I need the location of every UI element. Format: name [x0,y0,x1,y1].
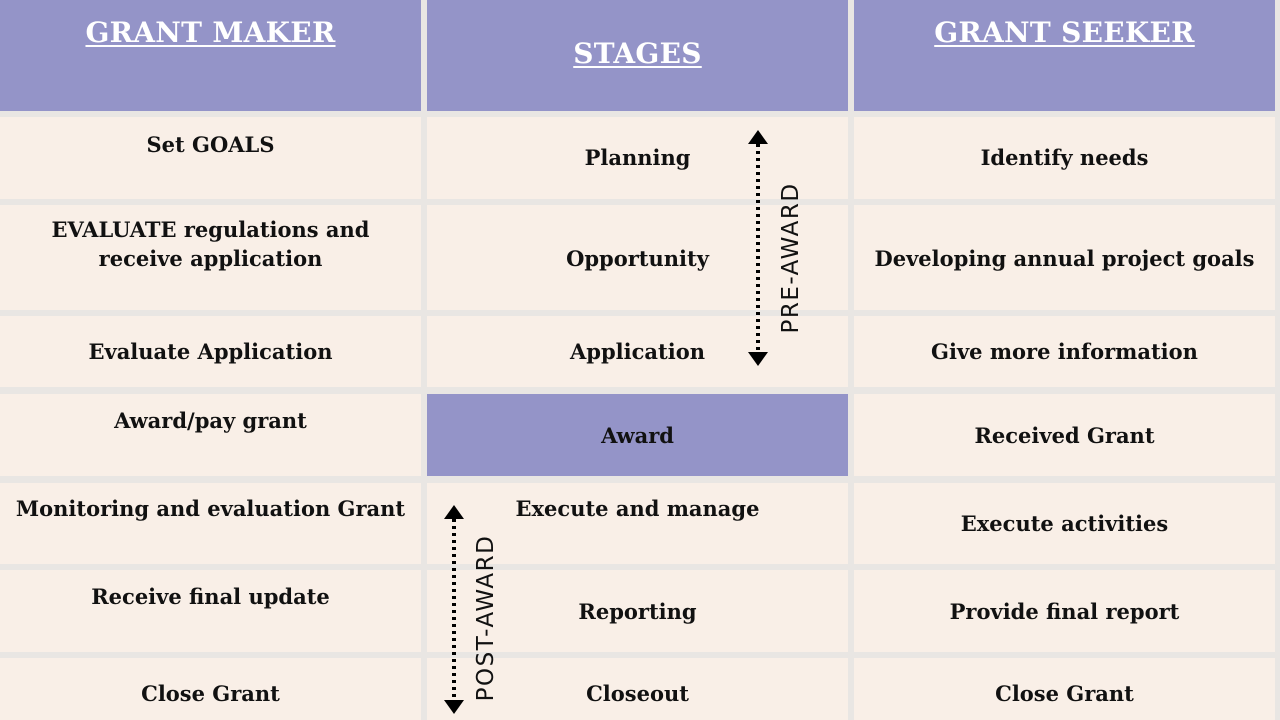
seeker-cell-application: Give more information [854,316,1275,387]
maker-text: Set GOALS [146,132,275,157]
seeker-cell-closeout: Close Grant [854,658,1275,720]
stage-text: Execute and manage [515,496,760,521]
seeker-text: Execute activities [960,511,1169,536]
maker-cell-opportunity: EVALUATE regulations and receive applica… [0,205,421,310]
seeker-text: Give more information [931,339,1198,364]
maker-cell-planning: Set GOALS [0,117,421,199]
maker-text: Close Grant [141,681,280,706]
seeker-text: Identify needs [980,145,1149,170]
seeker-cell-execute: Execute activities [854,483,1275,564]
stage-cell-planning: Planning [427,117,848,199]
stage-text: Award [601,423,674,448]
header-stages: STAGES [427,0,848,111]
stage-cell-opportunity: Opportunity [427,205,848,310]
maker-cell-reporting: Receive final update [0,570,421,652]
maker-cell-award: Award/pay grant [0,394,421,476]
header-grant-maker: GRANT MAKER [0,0,421,111]
stage-cell-reporting: Reporting [427,570,848,652]
stage-text: Reporting [578,599,697,624]
seeker-cell-planning: Identify needs [854,117,1275,199]
maker-text: Award/pay grant [114,408,307,433]
stage-text: Closeout [586,681,689,706]
seeker-text: Developing annual project goals [874,246,1255,271]
maker-text: Monitoring and evaluation Grant [15,496,406,521]
stage-cell-application: Application [427,316,848,387]
seeker-text: Received Grant [974,423,1155,448]
stage-cell-execute: Execute and manage [427,483,848,564]
stage-cell-closeout: Closeout [427,658,848,720]
stage-cell-award: Award [427,394,848,476]
seeker-text: Provide final report [949,599,1180,624]
post-award-double-arrow-icon [444,505,464,714]
maker-text: EVALUATE regulations and receive applica… [51,217,370,271]
post-award-label: POST-AWARD [473,534,499,702]
maker-cell-execute: Monitoring and evaluation Grant [0,483,421,564]
seeker-cell-reporting: Provide final report [854,570,1275,652]
maker-text: Receive final update [91,584,330,609]
maker-cell-closeout: Close Grant [0,658,421,720]
header-grant-maker-label: GRANT MAKER [85,16,336,49]
maker-text: Evaluate Application [88,339,333,364]
header-grant-seeker-label: GRANT SEEKER [934,16,1195,49]
seeker-text: Close Grant [995,681,1134,706]
pre-award-double-arrow-icon [748,130,768,366]
seeker-cell-opportunity: Developing annual project goals [854,205,1275,310]
maker-cell-application: Evaluate Application [0,316,421,387]
stage-text: Planning [584,145,691,170]
header-stages-label: STAGES [573,37,702,70]
stage-text: Application [570,339,705,364]
header-grant-seeker: GRANT SEEKER [854,0,1275,111]
pre-award-label: PRE-AWARD [778,182,804,334]
stage-text: Opportunity [566,246,709,271]
seeker-cell-award: Received Grant [854,394,1275,476]
